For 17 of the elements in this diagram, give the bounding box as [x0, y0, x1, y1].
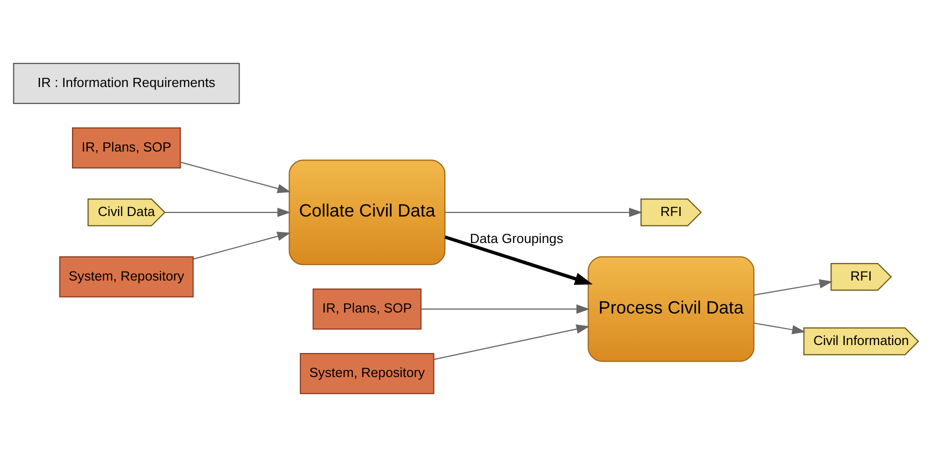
node-box: Process Civil Data: [587, 256, 754, 362]
arrow: [192, 232, 290, 260]
node-box: System, Repository: [58, 256, 194, 298]
edge-label: Data Groupings: [469, 231, 563, 246]
arrow: [753, 322, 805, 334]
node-box: System, Repository: [299, 352, 434, 394]
arrow: [753, 279, 832, 296]
arrow: [420, 304, 590, 314]
node-box: Collate Civil Data: [288, 160, 445, 266]
arrow: [444, 235, 592, 285]
arrow: [180, 162, 290, 194]
arrow: [433, 324, 590, 360]
arrow: [164, 208, 290, 218]
arrow: [444, 208, 642, 218]
node-box: IR, Plans, SOP: [71, 127, 180, 168]
node-box: IR, Plans, SOP: [312, 288, 422, 330]
node-box: IR : Information Requirements: [12, 62, 240, 104]
